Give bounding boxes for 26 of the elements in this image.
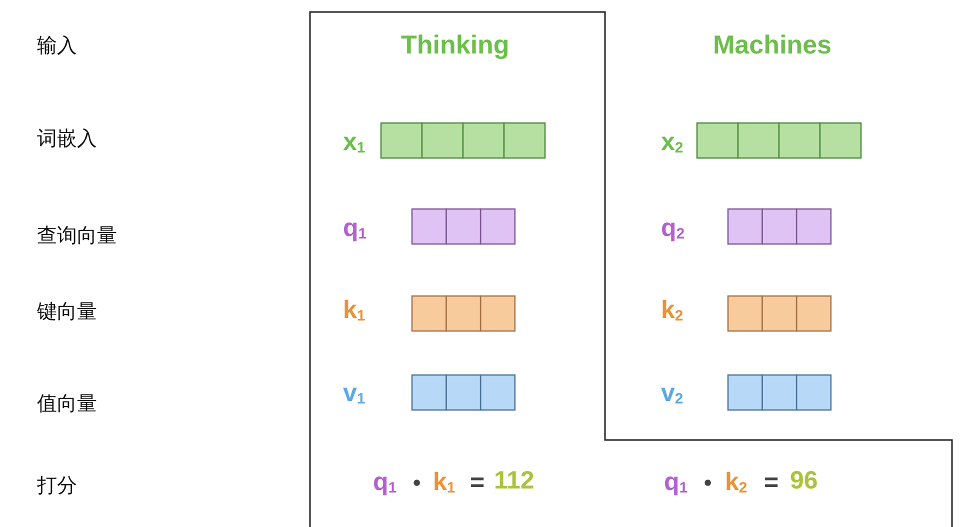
equals-sign: = [470,469,485,497]
row-label: 输入 [37,34,77,56]
vector-symbol: x$_{1}$ [343,129,366,157]
dot-operator: • [704,470,712,496]
vector-symbol: q$_{1}$ [664,469,688,497]
vector-symbol: k$_{1}$ [433,469,456,497]
score-value: 112 [494,467,534,495]
row-label: 值向量 [37,392,97,414]
word-heading: Thinking [401,30,510,60]
row-label: 键向量 [37,300,97,322]
row-label: 查询向量 [37,224,117,246]
vector-symbol: q$_{1}$ [343,215,367,243]
vector-symbol: k$_{2}$ [725,469,748,497]
vector-symbol: v$_{1}$ [343,380,366,408]
vector-symbol: q$_{2}$ [661,215,685,243]
dot-operator: • [413,470,421,496]
row-label: 打分 [37,474,77,496]
vector-symbol: v$_{2}$ [661,380,684,408]
vector-symbol: k$_{1}$ [343,297,366,325]
row-label: 词嵌入 [37,127,97,149]
equals-sign: = [764,469,779,497]
score-value: 96 [790,467,818,495]
vector-symbol: q$_{1}$ [373,469,397,497]
vector-symbol: k$_{2}$ [661,297,684,325]
vector-symbol: x$_{2}$ [661,129,684,157]
word-heading: Machines [713,30,832,60]
